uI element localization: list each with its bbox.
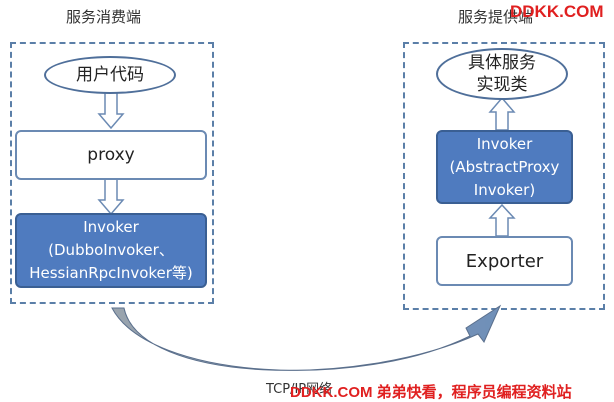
network-curve-arrow xyxy=(111,304,502,371)
arrow-proxy-to-invoker xyxy=(97,177,125,216)
provider-group xyxy=(403,42,605,310)
watermark-top: DDKK.COM xyxy=(510,2,604,21)
arrow-invoker-to-impl xyxy=(488,96,516,131)
exporter-node: Exporter xyxy=(436,236,573,286)
consumer-invoker-node: Invoker (DubboInvoker、 HessianRpcInvoker… xyxy=(15,213,207,288)
arrow-exporter-to-invoker xyxy=(488,203,516,237)
consumer-title: 服务消费端 xyxy=(66,8,142,26)
provider-title: 服务提供端 xyxy=(458,8,534,26)
consumer-invoker-line-2: (DubboInvoker、 xyxy=(48,241,174,259)
arrow-user-to-proxy xyxy=(97,91,125,130)
provider-invoker-line-2: (AbstractProxy xyxy=(449,157,560,176)
impl-line-1: 具体服务 xyxy=(468,53,536,73)
proxy-node: proxy xyxy=(15,130,207,180)
user-code-node: 用户代码 xyxy=(44,56,176,94)
watermark-bottom: DDKK.COM 弟弟快看，程序员编程资料站 xyxy=(290,384,572,401)
provider-invoker-node: Invoker (AbstractProxy Invoker) xyxy=(436,130,573,204)
consumer-invoker-line-3: HessianRpcInvoker等) xyxy=(29,264,193,282)
consumer-group xyxy=(10,42,214,304)
provider-invoker-line-1: Invoker xyxy=(476,134,533,153)
provider-invoker-line-3: Invoker) xyxy=(473,180,536,199)
impl-node: 具体服务 实现类 xyxy=(436,48,568,100)
impl-line-2: 实现类 xyxy=(476,75,528,95)
consumer-invoker-line-1: Invoker xyxy=(83,218,139,236)
network-label: TCP/IP网络 xyxy=(266,382,333,397)
